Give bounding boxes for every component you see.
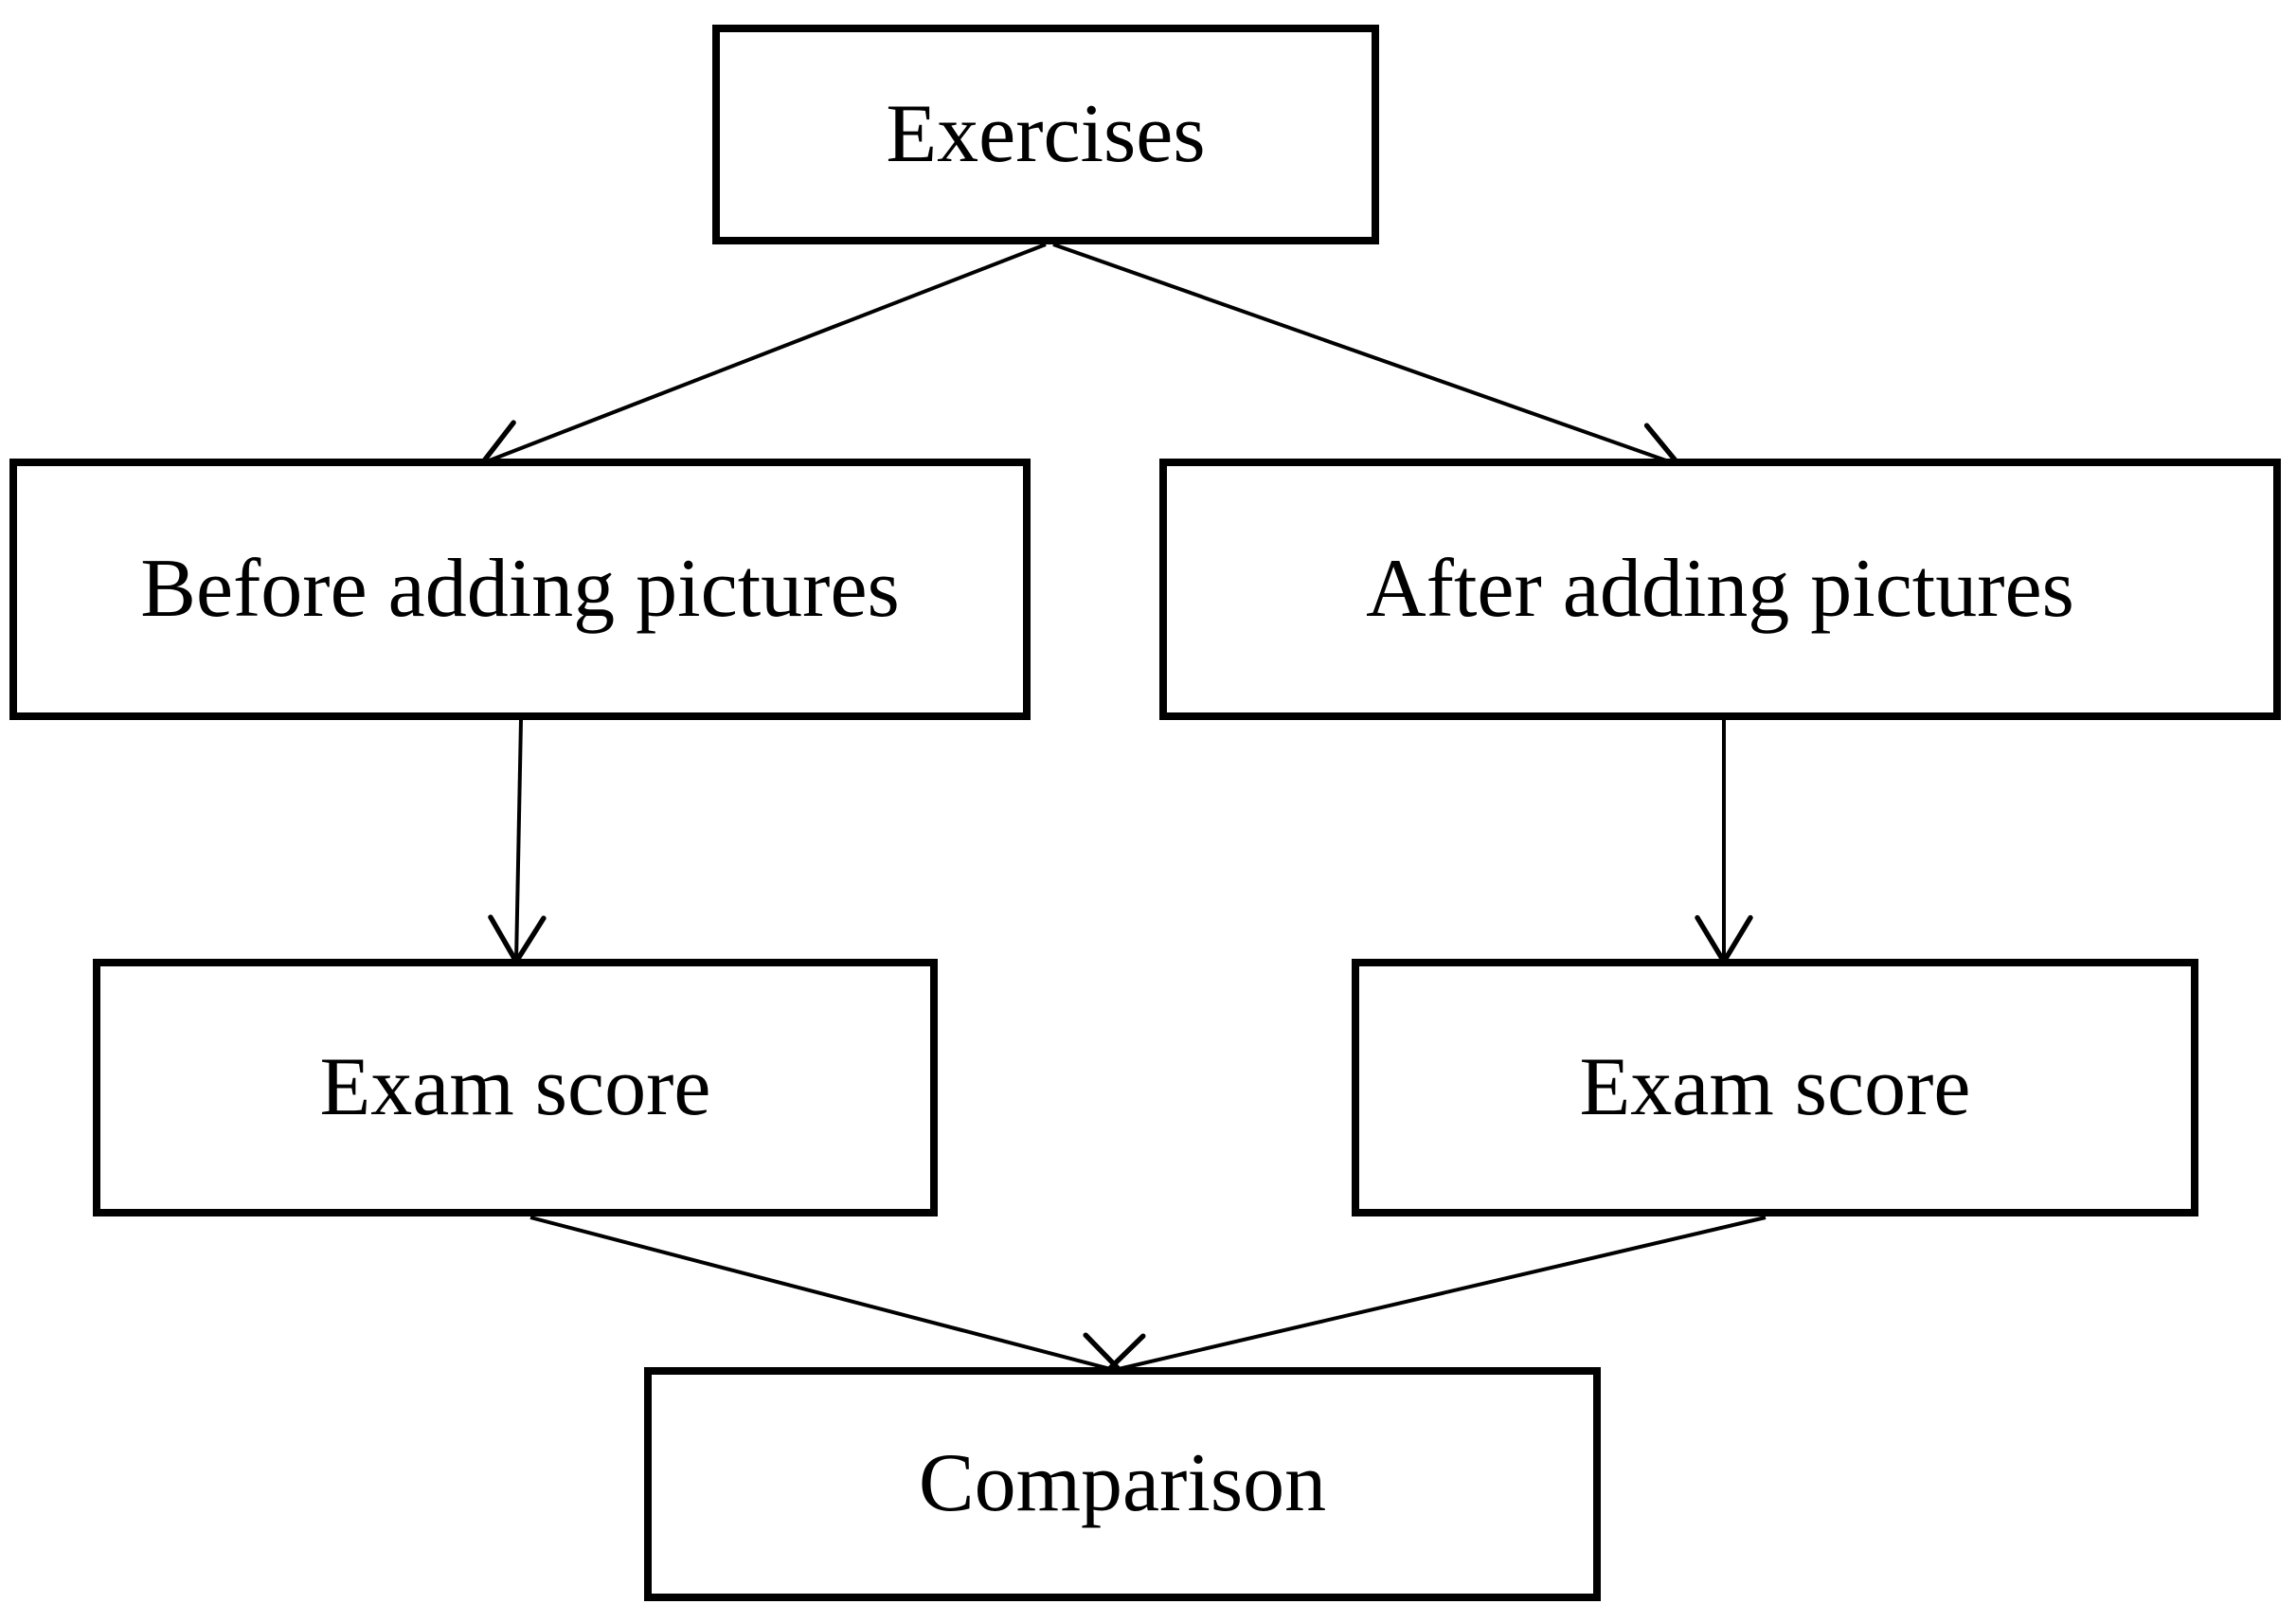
node-exercises: Exercises xyxy=(712,25,1379,244)
edge-exercises-after xyxy=(1052,243,1684,478)
node-before-adding-pictures-label: Before adding pictures xyxy=(140,542,900,635)
edge-exercises-before xyxy=(477,243,1047,476)
node-exam-score-left: Exam score xyxy=(93,959,938,1216)
node-exam-score-right: Exam score xyxy=(1352,959,2198,1216)
node-comparison: Comparison xyxy=(644,1367,1601,1601)
node-exercises-label: Exercises xyxy=(886,87,1206,180)
node-exam-score-right-label: Exam score xyxy=(1579,1040,1971,1133)
edge-exam-right-comparison xyxy=(1101,1216,1767,1391)
node-exam-score-left-label: Exam score xyxy=(319,1040,711,1133)
node-before-adding-pictures: Before adding pictures xyxy=(9,459,1031,720)
node-comparison-label: Comparison xyxy=(918,1437,1327,1530)
edge-exam-left-comparison xyxy=(529,1216,1127,1390)
node-after-adding-pictures-label: After adding pictures xyxy=(1366,542,2074,635)
node-after-adding-pictures: After adding pictures xyxy=(1159,459,2281,720)
edge-before-exam-left xyxy=(488,719,547,967)
